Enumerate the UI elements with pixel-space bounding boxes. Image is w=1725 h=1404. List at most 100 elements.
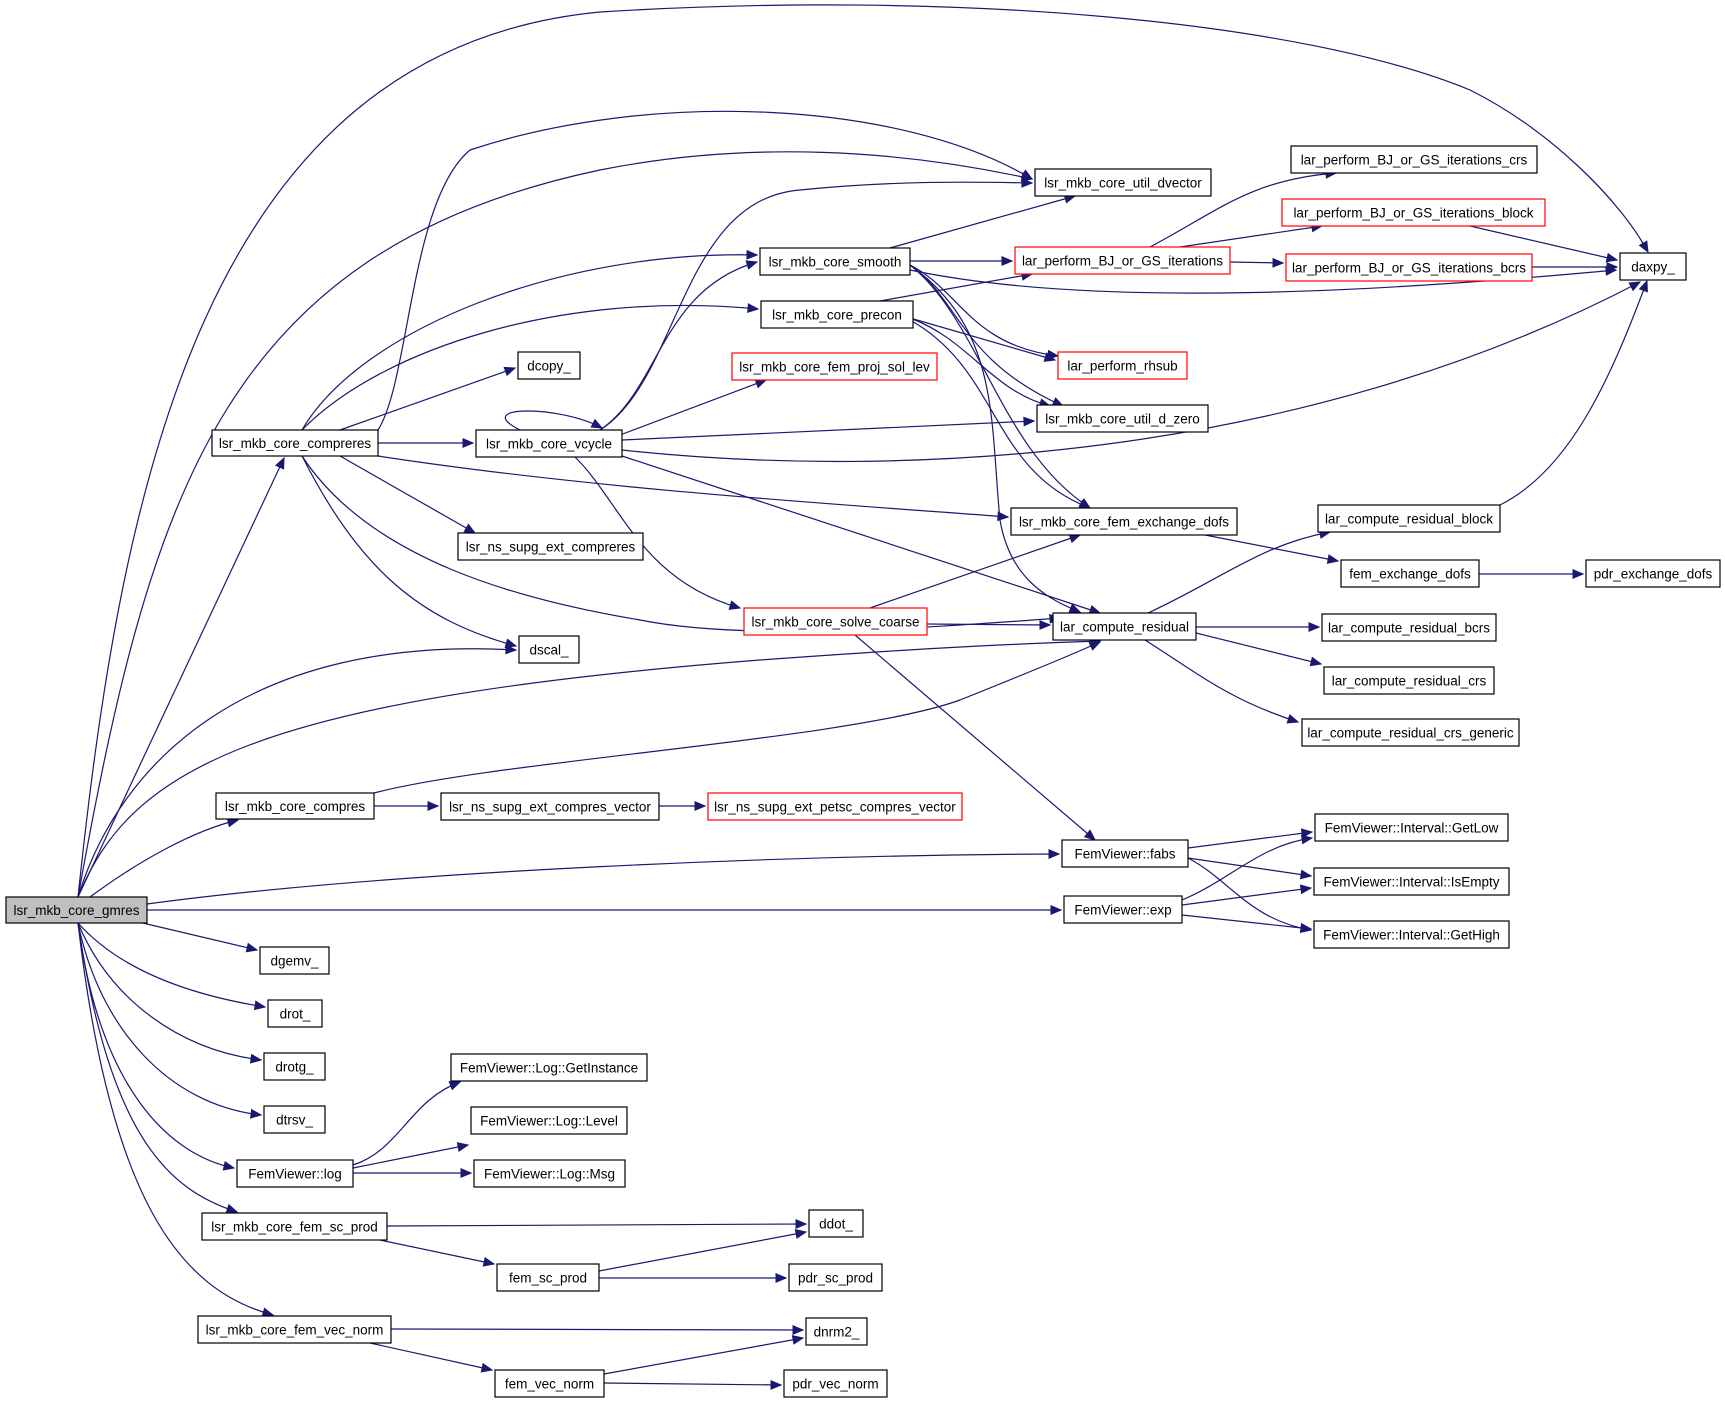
node-dnrm2[interactable]: dnrm2_ [805,1317,868,1346]
node-vcycle[interactable]: lsr_mkb_core_vcycle [475,429,623,458]
edge-gmres-to-drot [77,922,267,1011]
edge-fem_vec_norm-to-pdr_vec_norm [603,1379,783,1390]
node-fem-vec-norm[interactable]: fem_vec_norm [494,1369,605,1398]
node-is-empty[interactable]: FemViewer::Interval::IsEmpty [1313,867,1510,896]
node-label: lsr_mkb_core_fem_proj_sol_lev [739,360,930,375]
edge-compres-to-ns_compres_vector [374,801,440,811]
node-label: lsr_mkb_core_smooth [769,255,902,270]
node-compres[interactable]: lsr_mkb_core_compres [215,792,375,820]
node-lar-compute-residual[interactable]: lar_compute_residual [1052,612,1197,641]
node-log-level[interactable]: FemViewer::Log::Level [470,1106,628,1135]
edge-bj_gs_bcrs-to-daxpy [1532,262,1619,272]
node-smooth[interactable]: lsr_mkb_core_smooth [759,247,911,276]
node-compreres[interactable]: lsr_mkb_core_compreres [211,429,379,457]
edge-vcycle-to-lar_compute_residual [621,455,1102,615]
node-daxpy[interactable]: daxpy_ [1619,252,1687,281]
node-label: lar_compute_residual_bcrs [1328,621,1490,636]
node-label: lsr_mkb_core_util_d_zero [1045,412,1200,427]
edge-vcycle-to-proj_sol_lev [619,379,768,436]
node-bj-gs-bcrs[interactable]: lar_perform_BJ_or_GS_iterations_bcrs [1285,253,1533,282]
edge-gmres-to-compreres [77,456,285,898]
node-dtrsv[interactable]: dtrsv_ [263,1105,326,1134]
node-label: lsr_ns_supg_ext_compreres [466,540,636,555]
edge-fem_sc_prod_core-to-fem_sc_prod [379,1239,496,1267]
call-graph-nodes: lsr_mkb_core_gmreslsr_mkb_core_compreres… [5,145,1721,1398]
node-proj-sol-lev[interactable]: lsr_mkb_core_fem_proj_sol_lev [731,352,938,381]
node-log-get-instance[interactable]: FemViewer::Log::GetInstance [450,1053,648,1082]
node-dcopy[interactable]: dcopy_ [517,351,581,380]
node-fem-sc-prod-core[interactable]: lsr_mkb_core_fem_sc_prod [201,1212,388,1241]
node-dgemv[interactable]: dgemv_ [259,946,330,975]
node-fv-log[interactable]: FemViewer::log [236,1159,354,1188]
node-util-d-zero[interactable]: lsr_mkb_core_util_d_zero [1036,404,1209,433]
edge-compreres-to-dscal [301,455,518,648]
node-ns-compreres[interactable]: lsr_ns_supg_ext_compreres [457,532,644,561]
node-res-crs-generic[interactable]: lar_compute_residual_crs_generic [1301,718,1520,747]
node-solve-coarse[interactable]: lsr_mkb_core_solve_coarse [743,607,928,636]
edge-gmres-to-fv_log [77,922,236,1171]
node-fv-fabs[interactable]: FemViewer::fabs [1061,839,1189,868]
node-lar-bj-gs[interactable]: lar_perform_BJ_or_GS_iterations [1014,246,1231,275]
node-util-dvector[interactable]: lsr_mkb_core_util_dvector [1034,168,1212,197]
edge-smooth-to-lar_compute_residual [909,264,1082,613]
edge-gmres-to-fv_exp [147,905,1063,915]
node-get-low[interactable]: FemViewer::Interval::GetLow [1314,813,1509,842]
edge-compreres-to-exchange_dofs [377,455,1010,522]
node-drotg[interactable]: drotg_ [263,1052,326,1081]
edge-res_block-to-daxpy [1499,279,1648,506]
edge-gmres-to-fem_sc_prod_core [77,922,239,1214]
edge-lar_bj_gs-to-bj_gs_block [1179,222,1324,248]
edge-solve_coarse-to-fv_fabs [854,634,1096,841]
edge-gmres-to-dgemv [129,919,259,953]
edge-gmres-to-lar_compute_residual [77,636,1102,898]
node-label: lar_compute_residual_crs_generic [1307,726,1514,741]
node-ns-compres-vector[interactable]: lsr_ns_supg_ext_compres_vector [440,792,660,821]
node-label: lsr_mkb_core_solve_coarse [751,615,919,630]
edge-precon-to-exchange_dofs [909,319,1092,509]
edge-fv_exp-to-is_empty [1181,884,1313,906]
edge-compreres-to-vcycle [378,438,475,448]
node-res-crs[interactable]: lar_compute_residual_crs [1323,666,1495,695]
node-ddot[interactable]: ddot_ [808,1209,864,1238]
node-pdr-vec-norm[interactable]: pdr_vec_norm [783,1369,888,1398]
node-rhsub[interactable]: lar_perform_rhsub [1057,351,1188,380]
node-label: dgemv_ [270,954,319,969]
edge-vcycle-to-vcycle [504,410,604,431]
node-log-msg[interactable]: FemViewer::Log::Msg [473,1159,626,1188]
edge-smooth-to-util_d_zero [909,264,1065,407]
edge-gmres-to-fv_fabs [146,849,1061,905]
node-fem-exchange-dofs[interactable]: fem_exchange_dofs [1340,559,1480,588]
edge-precon-to-lar_bj_gs [879,270,1034,302]
edge-precon-to-rhsub [909,317,1057,362]
edge-compres-to-lar_compute_residual [373,641,1102,794]
node-label: lar_compute_residual_block [1325,512,1493,527]
node-precon[interactable]: lsr_mkb_core_precon [760,300,914,329]
node-label: lsr_mkb_core_fem_sc_prod [211,1220,378,1235]
node-exchange-dofs[interactable]: lsr_mkb_core_fem_exchange_dofs [1010,507,1238,536]
edge-vcycle-to-util_dvector [599,177,1034,431]
node-fv-exp[interactable]: FemViewer::exp [1063,895,1183,924]
edge-vcycle-to-util_d_zero [621,416,1036,441]
call-graph-edges [77,4,1649,1390]
node-petsc-compres-vector[interactable]: lsr_ns_supg_ext_petsc_compres_vector [707,792,963,821]
node-bj-gs-block[interactable]: lar_perform_BJ_or_GS_iterations_block [1281,198,1546,227]
node-res-block[interactable]: lar_compute_residual_block [1317,504,1501,533]
node-drot[interactable]: drot_ [267,999,323,1028]
edge-vcycle-to-smooth [599,260,759,431]
node-label: drotg_ [275,1060,314,1075]
node-res-bcrs[interactable]: lar_compute_residual_bcrs [1321,613,1497,642]
edge-fv_fabs-to-get_low [1187,828,1314,849]
edge-fv_exp-to-get_high [1181,914,1313,933]
node-pdr-exchange-dofs[interactable]: pdr_exchange_dofs [1585,559,1721,588]
node-get-high[interactable]: FemViewer::Interval::GetHigh [1313,920,1510,949]
node-label: lar_perform_BJ_or_GS_iterations_block [1293,206,1533,221]
node-fem-vec-norm-core[interactable]: lsr_mkb_core_fem_vec_norm [197,1315,392,1344]
node-pdr-sc-prod[interactable]: pdr_sc_prod [788,1263,883,1292]
node-dscal[interactable]: dscal_ [518,635,580,664]
node-label: lar_compute_residual_crs [1332,674,1487,689]
edge-gmres-to-dtrsv [77,922,263,1119]
node-bj-gs-crs[interactable]: lar_perform_BJ_or_GS_iterations_crs [1290,145,1538,174]
edge-compreres-to-smooth [301,249,759,431]
node-fem-sc-prod[interactable]: fem_sc_prod [496,1263,600,1292]
